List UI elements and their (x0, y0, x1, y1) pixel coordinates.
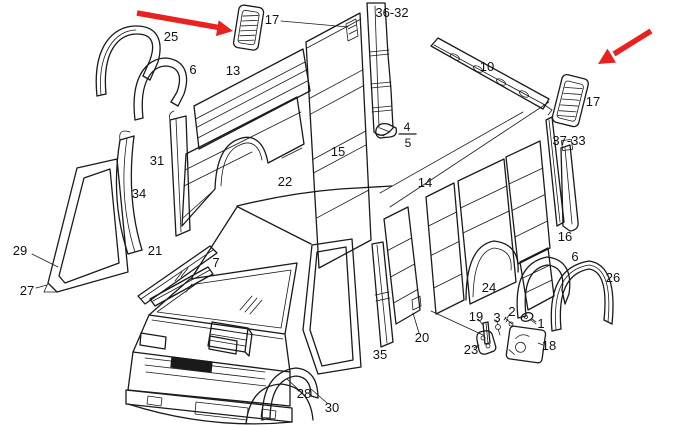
part-31-b-pillar (169, 110, 191, 237)
part-label-5: 5 (405, 136, 412, 150)
part-label-6-left: 6 (189, 62, 196, 77)
part-label-1: 1 (537, 316, 544, 331)
leader-27 (35, 284, 48, 289)
part-20-front-lower-panel (383, 206, 422, 325)
red-arrow-top-left-head (215, 20, 233, 37)
red-arrow-top-left-shaft (136, 10, 220, 31)
part-22-lower-side-panel (181, 96, 305, 227)
part-26-rear-arch-panel (550, 260, 614, 332)
part-36-32-pillar (366, 2, 394, 136)
part-24-rear-wheel-arch (465, 240, 519, 301)
part-label-2: 2 (508, 304, 515, 319)
part-23-latch-bracket (476, 330, 497, 355)
part-label-3: 3 (493, 310, 500, 325)
part-label-30: 30 (325, 400, 339, 415)
bodyside-top-rail (389, 101, 550, 208)
red-arrow-top-right-head (598, 48, 616, 64)
part-21-sill-rail (137, 245, 218, 305)
part-2-screw (503, 316, 514, 327)
part-label-13: 13 (226, 63, 240, 78)
part-label-21: 21 (148, 243, 162, 258)
part-label-36-32: 36-32 (375, 5, 408, 20)
part-label-18: 18 (542, 338, 556, 353)
part-label-22: 22 (278, 174, 292, 189)
part-label-17-top: 17 (265, 12, 279, 27)
part-label-34: 34 (132, 186, 146, 201)
grille-badge (170, 356, 213, 373)
part-label-24: 24 (482, 280, 496, 295)
leader-30 (310, 388, 328, 404)
part-label-20: 20 (415, 330, 429, 345)
leader-14 (379, 111, 524, 194)
part-29-27-door-frame (43, 158, 129, 293)
part-16-rear-pillar (560, 138, 579, 232)
red-arrows (136, 10, 653, 64)
cab-front-assembly (125, 185, 393, 425)
part-label-23: 23 (464, 342, 478, 357)
part-label-31: 31 (150, 153, 164, 168)
leader-23-long (430, 310, 484, 336)
part-18-filler-flap (505, 325, 547, 364)
part-label-7: 7 (212, 255, 219, 270)
part-label-19: 19 (469, 309, 483, 324)
part-13-upper-side-panel (193, 48, 311, 150)
part-15-rear-side-panel (305, 12, 372, 269)
part-label-6-right: 6 (571, 249, 578, 264)
part-17-vent-grille-right (551, 73, 589, 128)
part-label-27: 27 (20, 283, 34, 298)
hardware-leader-ticks (473, 313, 544, 349)
part-34-pillar-strip (115, 130, 143, 255)
part-label-17-right: 17 (586, 94, 600, 109)
part-3-screw (495, 324, 501, 336)
part-label-25: 25 (164, 29, 178, 44)
part-label-10: 10 (480, 59, 494, 74)
part-14-bodyside-panels (425, 140, 555, 315)
part-4-5-bracket (375, 122, 398, 139)
leader-28 (286, 378, 300, 391)
part-30-cab-door-frame (302, 238, 362, 375)
part-10-roof-rail (430, 37, 553, 116)
part-label-16: 16 (558, 229, 572, 244)
leader-20 (412, 312, 420, 334)
part-label-35: 35 (373, 347, 387, 362)
part-label-4: 4 (404, 120, 411, 134)
part-labels: 25 6 17 13 36-32 10 17 37-33 31 34 29 27… (13, 5, 620, 415)
part-6-left-wheel-arch-trim (133, 57, 188, 121)
line-art (31, 2, 614, 425)
part-label-37-33: 37-33 (552, 133, 585, 148)
part-label-26: 26 (606, 270, 620, 285)
part-1-grommet (520, 312, 537, 325)
part-35-pillar-strip (371, 241, 394, 348)
part-19-retainer-pin (482, 321, 491, 345)
red-arrow-top-right-shaft (612, 28, 653, 57)
leader-29 (31, 253, 59, 268)
part-37-33-pillar (545, 116, 565, 227)
part-label-29: 29 (13, 243, 27, 258)
part-label-14: 14 (418, 175, 432, 190)
part-17-vent-grille-top (232, 4, 265, 51)
part-label-15: 15 (331, 144, 345, 159)
part-label-28: 28 (297, 386, 311, 401)
part-28-front-arch-trim (261, 367, 319, 421)
part-25-wheel-arch-trim (95, 25, 161, 97)
